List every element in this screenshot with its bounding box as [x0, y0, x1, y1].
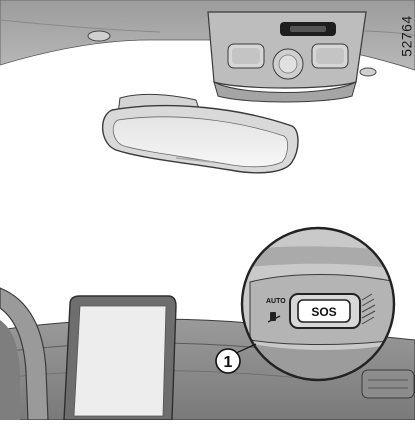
callout-1: 1 — [216, 349, 240, 373]
callout-number: 1 — [224, 354, 233, 371]
auto-label: AUTO — [266, 298, 286, 305]
central-display-screen — [74, 306, 166, 416]
air-vent-right — [362, 370, 414, 398]
visor-clip-right — [360, 68, 376, 76]
sos-button-label: SOS — [311, 305, 336, 319]
visor-clip-left — [88, 31, 110, 41]
